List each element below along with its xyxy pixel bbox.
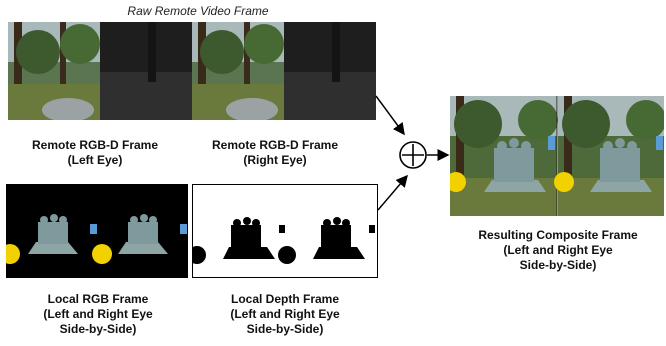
remote-left-rgb [8,22,100,120]
remote-right-depth [284,22,376,120]
composite-frame [450,96,664,216]
remote-left-label: Remote RGB-D Frame (Left Eye) [31,138,159,167]
plus-operator-icon [398,140,428,170]
remote-rgbd-frame-strip [8,22,376,120]
composite-right [554,96,664,216]
arrow-from-remote [375,95,405,136]
local-rgb-label: Local RGB Frame (Left and Right Eye Side… [43,292,153,336]
arrow-from-local [377,174,408,211]
local-rgb-frame [6,184,188,278]
remote-right-label: Remote RGB-D Frame (Right Eye) [211,138,339,167]
local-depth-frame [192,184,378,278]
composite-left [450,96,558,216]
remote-left-depth [100,22,192,120]
local-depth-label: Local Depth Frame (Left and Right Eye Si… [230,292,340,336]
remote-right-rgb [192,22,284,120]
composite-label: Resulting Composite Frame (Left and Righ… [478,228,638,272]
raw-remote-frame-title: Raw Remote Video Frame [127,4,269,18]
